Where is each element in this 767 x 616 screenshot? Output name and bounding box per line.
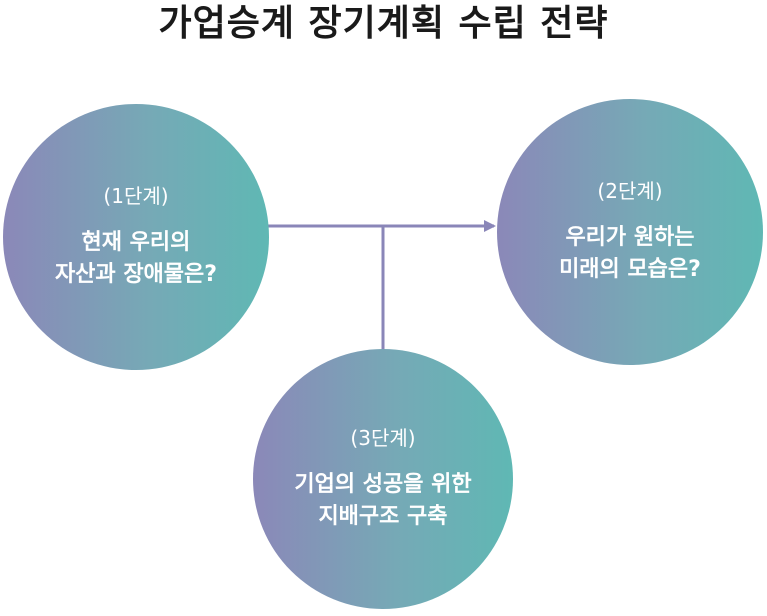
stage3-step-label: (3단계)	[350, 426, 416, 450]
stage1-step-label: (1단계)	[103, 184, 169, 208]
stage3-circle: (3단계) 기업의 성공을 위한 지배구조 구축	[253, 349, 513, 609]
diagram-title: 가업승계 장기계획 수립 전략	[158, 3, 609, 44]
stage2-step-label: (2단계)	[597, 179, 663, 203]
stage3-text: 기업의 성공을 위한 지배구조 구축	[294, 472, 472, 529]
stage1-text: 현재 우리의 자산과 장애물은?	[54, 230, 218, 287]
stage2-text: 우리가 원하는 미래의 모습은?	[559, 225, 701, 282]
stage1-circle: (1단계) 현재 우리의 자산과 장애물은?	[3, 104, 269, 370]
stage2-circle: (2단계) 우리가 원하는 미래의 모습은?	[497, 99, 763, 365]
